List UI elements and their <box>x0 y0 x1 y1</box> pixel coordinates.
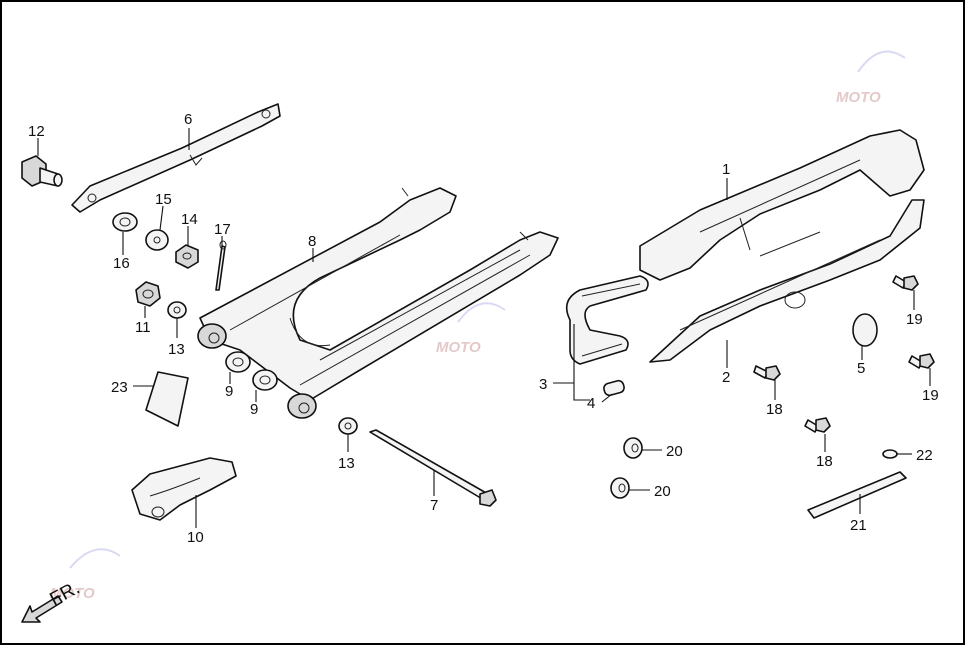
callout-9-b: 9 <box>250 401 258 418</box>
watermark-text: MOTO <box>50 585 95 602</box>
part-12-pivot-bolt <box>21 155 63 187</box>
part-9-bushing-b <box>252 369 278 391</box>
callout-2: 2 <box>722 369 730 386</box>
part-15-flat-washer <box>145 229 169 251</box>
watermark-center: MOTO <box>436 302 506 356</box>
part-8-swingarm <box>197 187 559 419</box>
callout-20-lower: 20 <box>654 483 671 500</box>
callout-10: 10 <box>187 529 204 546</box>
part-21-clamp-band <box>807 471 907 519</box>
part-19-bolt-upper <box>892 275 919 291</box>
part-18-bolt-upper <box>753 365 781 381</box>
part-1-chain-case-upper <box>639 129 925 281</box>
callout-13-upper: 13 <box>168 341 185 358</box>
part-20-collar-lower <box>610 477 630 499</box>
callout-19-lower: 19 <box>922 387 939 404</box>
part-22-washer <box>882 449 898 459</box>
callout-labels: 12 6 15 14 17 16 11 13 23 8 9 9 13 7 10 … <box>28 111 939 546</box>
callout-11: 11 <box>135 319 151 336</box>
leader-lines <box>37 128 931 528</box>
part-5-rubber-plug <box>852 313 878 347</box>
part-3-drive-chain <box>565 275 649 365</box>
callout-18-lower: 18 <box>816 453 833 470</box>
callout-8: 8 <box>308 233 316 250</box>
direction-arrow-icon <box>21 595 63 623</box>
callout-4: 4 <box>587 395 595 412</box>
part-17-cotter-pin <box>215 240 227 291</box>
part-11-cap-nut <box>135 281 161 307</box>
watermark-bottom-left: MOTO <box>50 548 121 602</box>
part-14-nut <box>175 244 199 269</box>
part-9-bushing-a <box>225 351 251 373</box>
callout-17: 17 <box>214 221 231 238</box>
part-16-washer <box>112 212 138 232</box>
callout-5: 5 <box>857 360 865 377</box>
callout-9-a: 9 <box>225 383 233 400</box>
part-18-bolt-lower <box>804 417 831 433</box>
part-13-washer-upper <box>167 301 187 319</box>
callout-20-upper: 20 <box>666 443 683 460</box>
part-4-master-link <box>603 379 625 397</box>
callout-6: 6 <box>184 111 192 128</box>
callout-12: 12 <box>28 123 45 140</box>
callout-1: 1 <box>722 161 730 178</box>
part-19-bolt-lower <box>908 353 935 369</box>
part-20-collar-upper <box>623 437 643 459</box>
part-10-chain-slider <box>131 457 237 521</box>
part-7-pivot-shaft <box>369 429 497 507</box>
part-6-adjuster-plate <box>71 103 281 213</box>
part-2-chain-case-lower <box>649 199 925 363</box>
callout-16: 16 <box>113 255 130 272</box>
callout-7: 7 <box>430 497 438 514</box>
watermark-top-right: MOTO <box>836 50 906 106</box>
callout-15: 15 <box>155 191 172 208</box>
watermark-text: MOTO <box>436 339 481 356</box>
callout-22: 22 <box>916 447 933 464</box>
part-13-washer-lower <box>338 417 358 435</box>
callout-3: 3 <box>539 376 547 393</box>
callout-14: 14 <box>181 211 198 228</box>
callout-19-upper: 19 <box>906 311 923 328</box>
callout-13-lower: 13 <box>338 455 355 472</box>
watermark-text: MOTO <box>836 89 881 106</box>
part-23-label-sticker <box>145 371 189 427</box>
callout-18-upper: 18 <box>766 401 783 418</box>
callout-23: 23 <box>111 379 128 396</box>
callout-21: 21 <box>850 517 867 534</box>
